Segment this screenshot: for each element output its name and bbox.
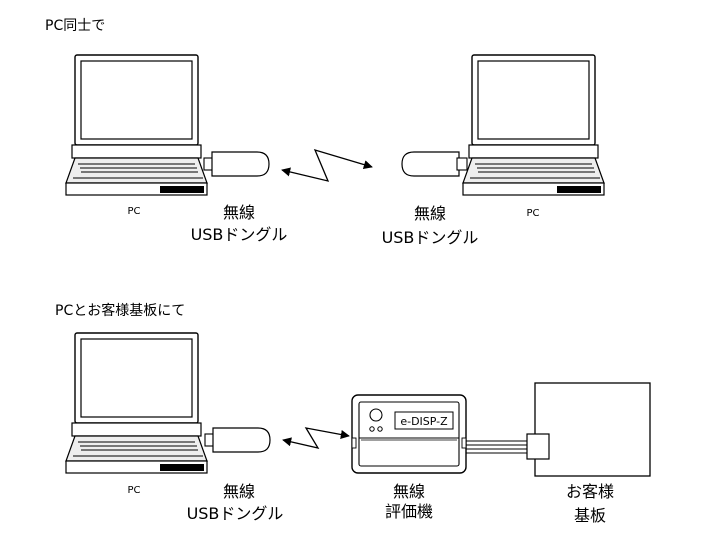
pc-label: PC: [526, 208, 539, 219]
dongle-label-line1: 無線: [414, 204, 446, 223]
device-display-text: e-DISP-Z: [400, 415, 448, 428]
section-heading-pc-to-pc: PC同士で: [45, 18, 105, 34]
laptop-icon: [65, 54, 208, 196]
board-label-line2: 基板: [574, 506, 606, 525]
evaluation-device-icon: e-DISP-Z: [351, 394, 467, 474]
section-heading-pc-to-board: PCとお客様基板にて: [55, 302, 185, 319]
pc-label: PC: [127, 206, 140, 217]
board-label-line1: お客様: [566, 482, 614, 501]
dongle-label-line1: 無線: [223, 203, 255, 222]
laptop-icon: [65, 332, 208, 474]
dongle-label-line2: USBドングル: [382, 228, 479, 247]
dongle-label-line2: USBドングル: [191, 225, 288, 244]
customer-board-icon: [526, 382, 651, 477]
laptop-icon: [462, 54, 605, 196]
wireless-signal-icon: [281, 148, 373, 182]
dongle-label-line2: USBドングル: [187, 504, 284, 523]
pc-label: PC: [127, 485, 140, 496]
eval-label-line2: 評価機: [385, 502, 433, 521]
eval-label-line1: 無線: [393, 482, 425, 501]
usb-dongle-icon: [203, 151, 270, 177]
usb-dongle-icon: [204, 427, 271, 453]
wireless-signal-icon: [282, 427, 350, 449]
dongle-label-line1: 無線: [223, 482, 255, 501]
device-display: [394, 411, 454, 430]
knob-icon: [369, 408, 383, 422]
usb-dongle-icon: [401, 151, 468, 177]
board-connector: [526, 433, 550, 460]
ribbon-cable: [466, 440, 527, 454]
